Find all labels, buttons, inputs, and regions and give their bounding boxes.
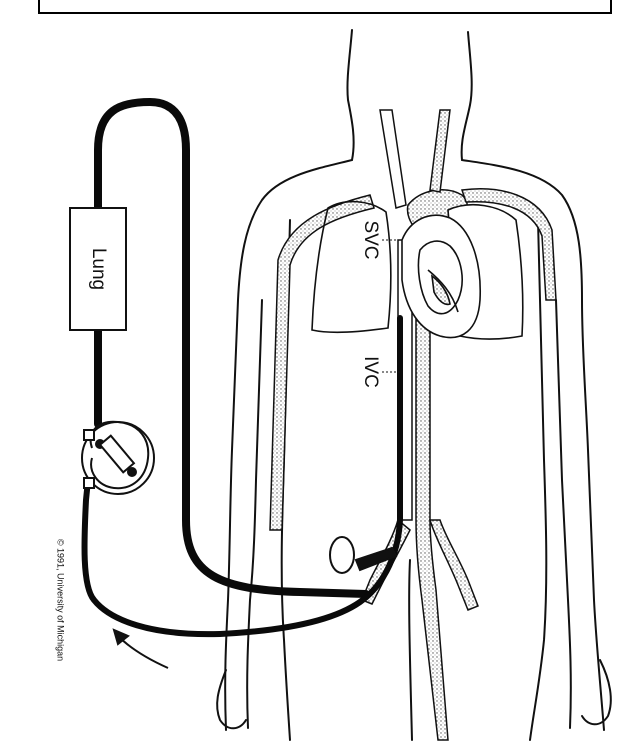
head-left (346, 29, 355, 161)
svc-label: SVC (360, 220, 381, 259)
ecmo-circuit (81, 98, 403, 638)
drainage-tube (81, 315, 403, 638)
head-right (460, 31, 473, 161)
ivc-label: IVC (360, 356, 381, 388)
body-outline (216, 29, 612, 741)
lung-label: Lung (88, 248, 109, 290)
heart-septum (427, 269, 459, 313)
left-hand (216, 669, 247, 730)
header-border-box (38, 0, 612, 14)
neck-vessel-right (429, 109, 451, 193)
heart (401, 214, 481, 339)
heart-inner (417, 240, 463, 315)
vessels (269, 109, 557, 741)
right-inner-arm (555, 299, 572, 729)
flow-direction-arrow-icon (112, 628, 169, 669)
left-shoulder-arm (224, 159, 353, 731)
arm-vessel-right (461, 188, 557, 301)
oxygenator-box: Lung (69, 207, 127, 331)
thorax (311, 200, 524, 340)
leg-split (408, 559, 413, 741)
arm-vessel-left (269, 194, 375, 531)
femoral-right (428, 519, 479, 611)
neck-vessel-left (379, 109, 407, 209)
copyright-text: © 1991, University of Michigan (56, 539, 66, 661)
right-shoulder-arm (461, 159, 605, 731)
left-lung (311, 200, 392, 333)
return-tube (94, 98, 370, 598)
torso-right (529, 219, 548, 741)
heart-chamber (430, 274, 451, 306)
roller-pump-icon (81, 420, 155, 495)
right-hand (581, 659, 612, 726)
groin-cannula (329, 536, 398, 574)
left-inner-arm (246, 299, 263, 729)
